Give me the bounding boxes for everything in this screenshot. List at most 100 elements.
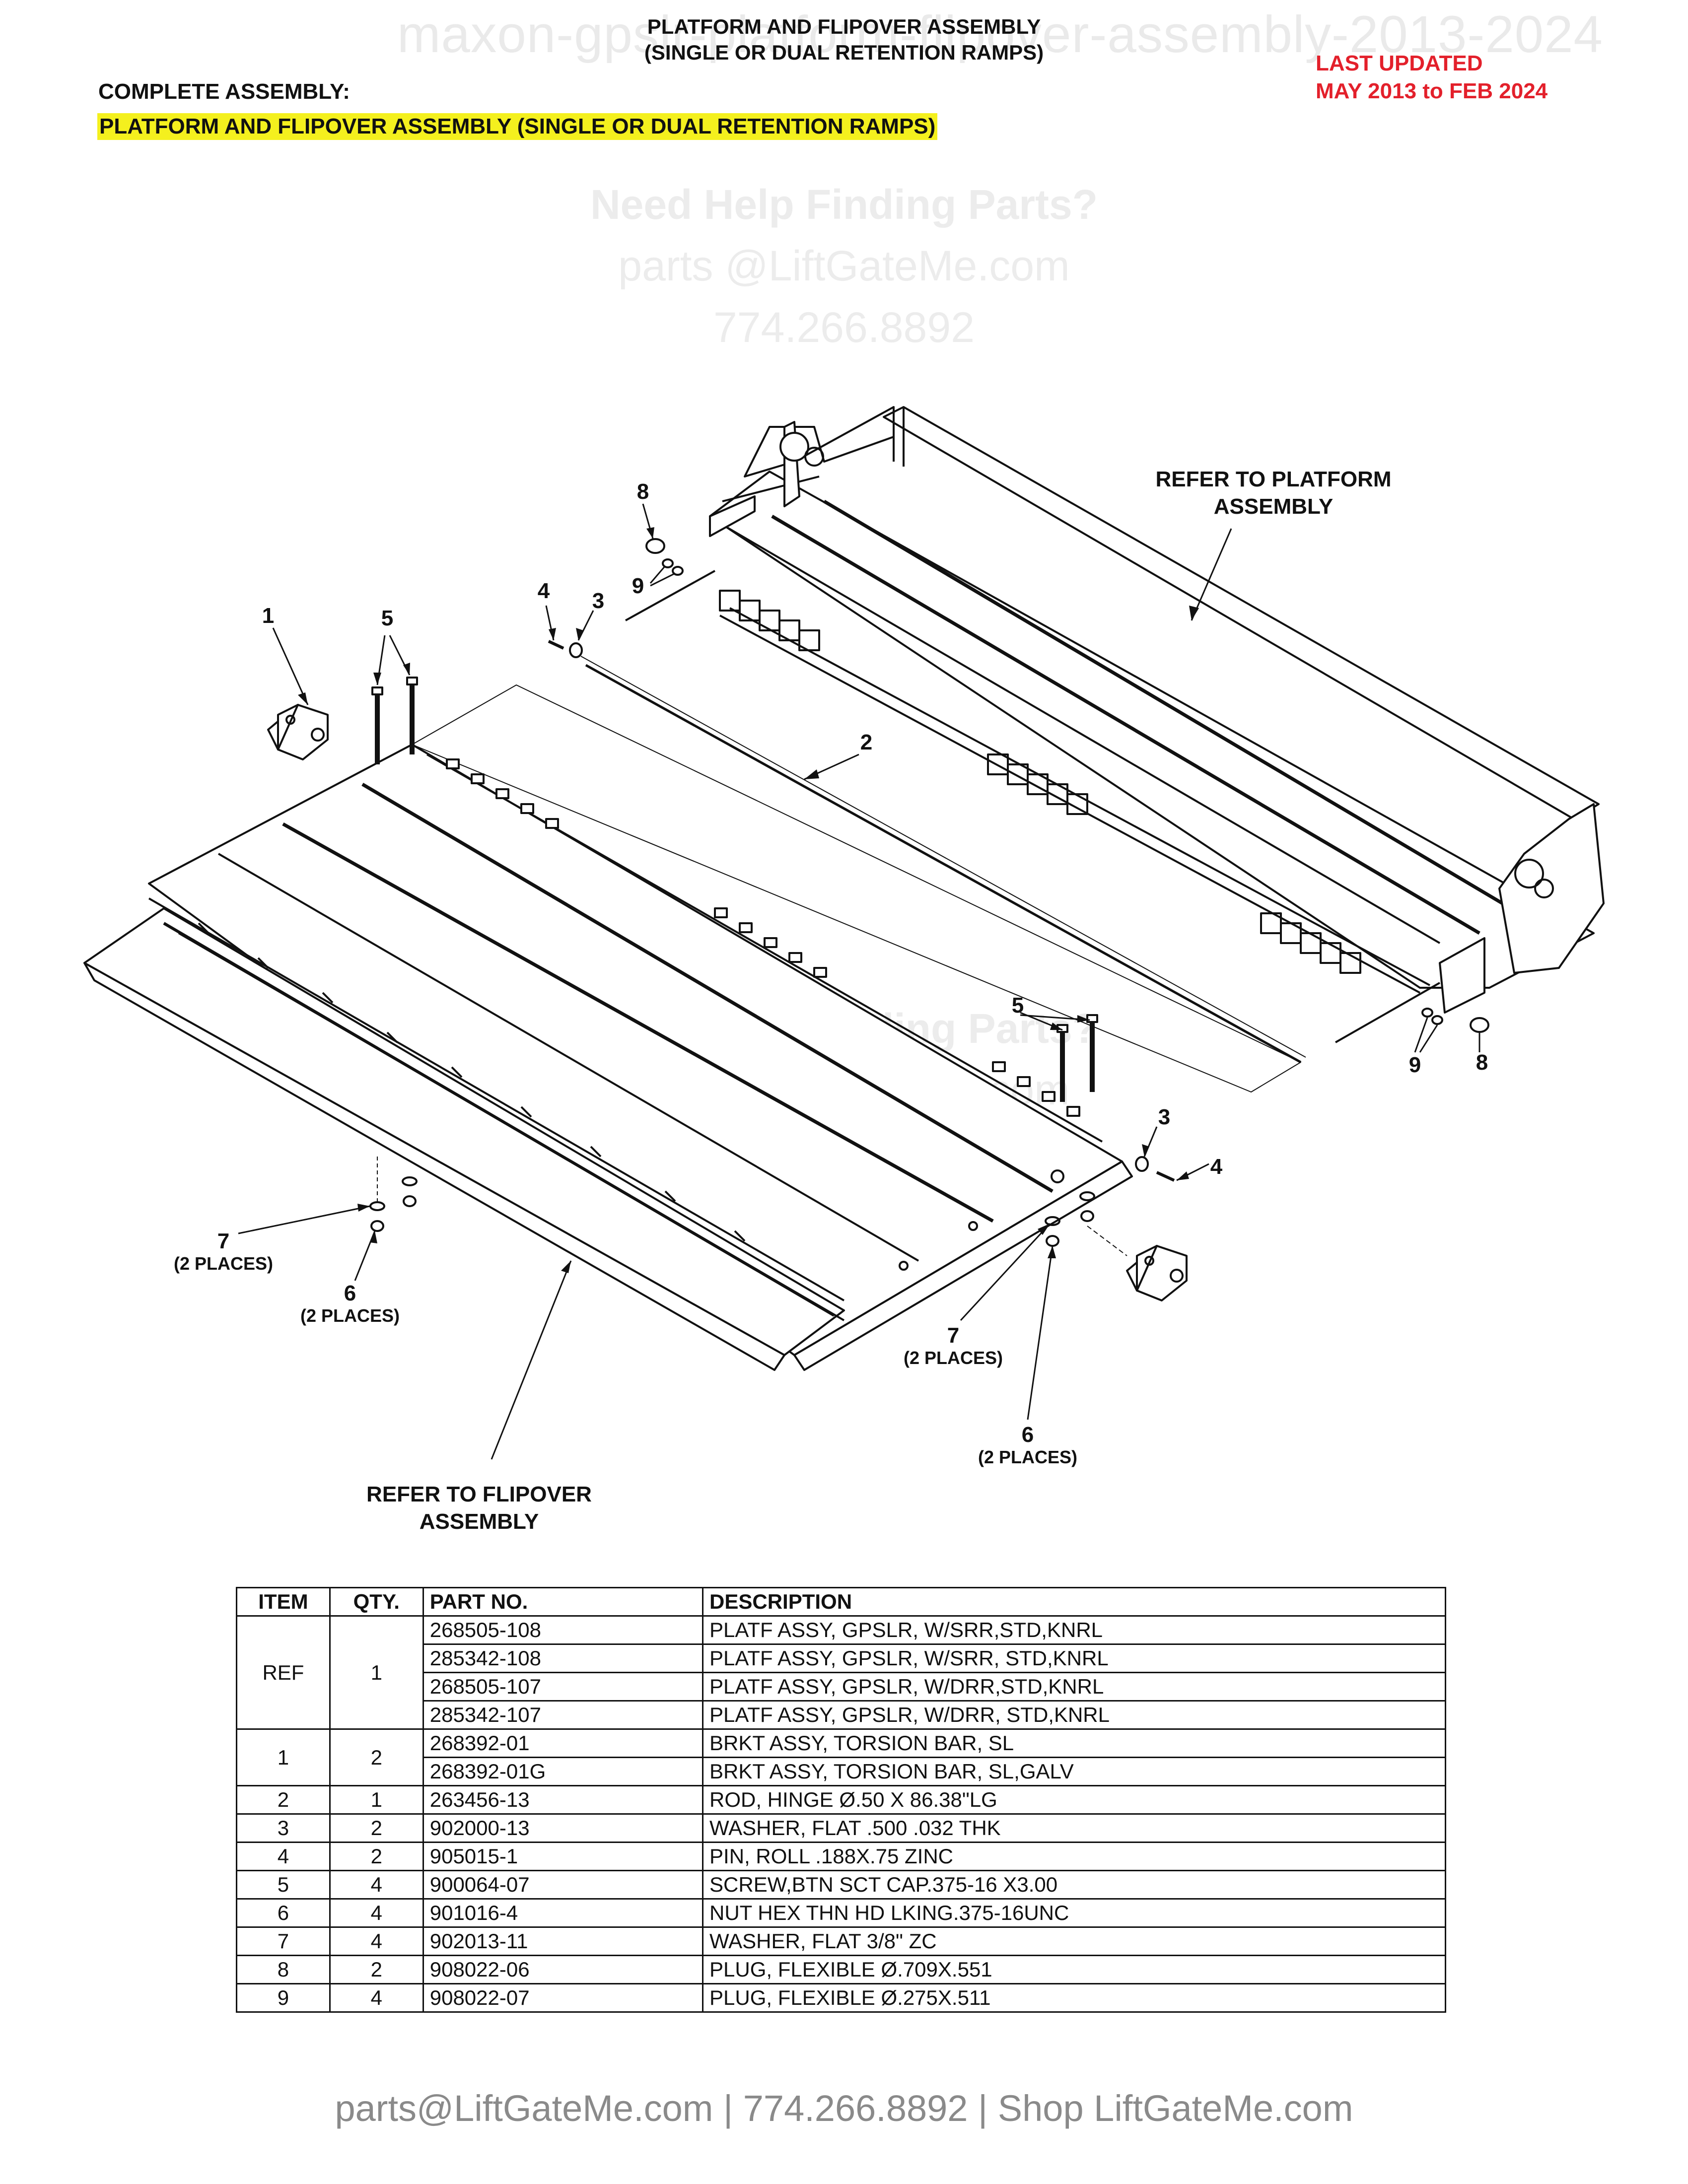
callout-6-left-places: (2 PLACES): [300, 1305, 400, 1326]
callout-7-left-places: (2 PLACES): [174, 1253, 273, 1274]
description-cell: PLATF ASSY, GPSLR, W/DRR,STD,KNRL: [702, 1672, 1446, 1702]
qty-cell: 4: [329, 1870, 424, 1900]
leader-lines: [238, 503, 1480, 1460]
refer-flipover-line2: ASSEMBLY: [420, 1509, 539, 1534]
table-row: 1 2 268392-01 BRKT ASSY, TORSION BAR, SL: [236, 1728, 1446, 1786]
item-cell: 3: [236, 1813, 331, 1843]
column-header-description: DESCRIPTION: [702, 1587, 1446, 1617]
qty-cell: 2: [329, 1728, 424, 1786]
item-cell: 9: [236, 1983, 331, 2013]
torsion-bar-bracket-right: [1126, 1245, 1188, 1301]
last-updated-note: LAST UPDATED MAY 2013 to FEB 2024: [1316, 50, 1663, 105]
flipover-hinge-tabs: [446, 758, 1080, 1117]
exploded-assembly-diagram: REFER TO PLATFORM ASSEMBLY REFER TO FLIP…: [83, 406, 1605, 1534]
table-header-row: ITEM QTY. PART NO. DESCRIPTION: [236, 1587, 1446, 1617]
callout-9-right: 9: [1409, 1053, 1421, 1077]
callout-2: 2: [860, 730, 872, 754]
table-row: 285342-108 PLATF ASSY, GPSLR, W/SRR, STD…: [237, 1643, 1446, 1673]
qty-cell: 2: [329, 1955, 424, 1984]
table-row: 8 2 908022-06 PLUG, FLEXIBLE Ø.709X.551: [236, 1955, 1446, 1984]
callout-1: 1: [262, 604, 274, 628]
title-line-1: PLATFORM AND FLIPOVER ASSEMBLY: [647, 15, 1041, 38]
column-header-part-no: PART NO.: [422, 1587, 704, 1617]
callout-6-right: 6: [1022, 1423, 1034, 1447]
table-row: 285342-107 PLATF ASSY, GPSLR, W/DRR, STD…: [237, 1700, 1446, 1730]
part-no-cell: 268392-01: [422, 1728, 704, 1758]
item-cell: REF: [236, 1615, 331, 1730]
title-line-2: (SINGLE OR DUAL RETENTION RAMPS): [644, 41, 1044, 64]
item-cell: 6: [236, 1898, 331, 1928]
callout-4-left: 4: [538, 579, 550, 603]
qty-cell: 4: [329, 1926, 424, 1956]
description-cell: WASHER, FLAT .500 .032 THK: [702, 1813, 1446, 1843]
nuts-washers-items-6-7: [369, 1157, 1095, 1247]
plug-item-9-left-b: [672, 566, 684, 576]
plug-item-8-left: [645, 538, 665, 554]
complete-assembly-label: COMPLETE ASSEMBLY:: [98, 79, 350, 104]
hinge-knuckles: [719, 590, 1361, 974]
qty-cell: 4: [329, 1983, 424, 2013]
part-no-cell: 902000-13: [422, 1813, 704, 1843]
callout-5-left: 5: [381, 606, 393, 630]
hinge-rod-item-2: [585, 664, 1302, 1064]
table-row: 4 2 905015-1 PIN, ROLL .188X.75 ZINC: [236, 1842, 1446, 1871]
item-cell: 7: [236, 1926, 331, 1956]
flipover-ramp-marks: [198, 922, 746, 1242]
table-row: 6 4 901016-4 NUT HEX THN HD LKING.375-16…: [236, 1898, 1446, 1928]
description-cell: NUT HEX THN HD LKING.375-16UNC: [702, 1898, 1446, 1928]
table-row: 7 4 902013-11 WASHER, FLAT 3/8" ZC: [236, 1926, 1446, 1956]
item-cell: 4: [236, 1842, 331, 1871]
parts-list-table: ITEM QTY. PART NO. DESCRIPTION REF 1 268…: [236, 1587, 1446, 2013]
help-watermark-top: Need Help Finding Parts? parts @LiftGate…: [496, 174, 1192, 358]
complete-assembly-name: PLATFORM AND FLIPOVER ASSEMBLY (SINGLE O…: [97, 113, 938, 140]
qty-cell: 1: [329, 1785, 424, 1815]
item-cell: 2: [236, 1785, 331, 1815]
part-no-cell: 901016-4: [422, 1898, 704, 1928]
table-row: 268505-107 PLATF ASSY, GPSLR, W/DRR,STD,…: [237, 1672, 1446, 1702]
column-header-item: ITEM: [236, 1587, 331, 1617]
washer-item-3-right: [1135, 1156, 1149, 1172]
description-cell: BRKT ASSY, TORSION BAR, SL,GALV: [702, 1757, 1446, 1786]
table-row: 9 4 908022-07 PLUG, FLEXIBLE Ø.275X.511: [236, 1983, 1446, 2013]
part-no-cell: 263456-13: [422, 1785, 704, 1815]
screws-item-5: [371, 677, 1098, 1102]
qty-cell: 4: [329, 1898, 424, 1928]
callout-3-right: 3: [1158, 1105, 1170, 1129]
part-no-cell: 268392-01G: [422, 1757, 704, 1786]
part-no-cell: 908022-06: [422, 1955, 704, 1984]
plug-item-8-right: [1470, 1017, 1489, 1033]
description-cell: SCREW,BTN SCT CAP.375-16 X3.00: [702, 1870, 1446, 1900]
callout-6-left: 6: [344, 1281, 356, 1305]
watermark-help-line: Need Help Finding Parts?: [590, 181, 1098, 228]
part-no-cell: 908022-07: [422, 1983, 704, 2013]
callout-labels: REFER TO PLATFORM ASSEMBLY REFER TO FLIP…: [174, 467, 1488, 1534]
table-row: 268392-01G BRKT ASSY, TORSION BAR, SL,GA…: [237, 1757, 1446, 1786]
callout-3-left: 3: [592, 589, 604, 613]
refer-flipover-line1: REFER TO FLIPOVER: [366, 1482, 592, 1506]
watermark-email-line: parts @LiftGateMe.com: [618, 242, 1070, 290]
refer-platform-line2: ASSEMBLY: [1214, 494, 1333, 519]
table-row: REF 1 268505-108 PLATF ASSY, GPSLR, W/SR…: [236, 1615, 1446, 1730]
description-cell: PLATF ASSY, GPSLR, W/SRR, STD,KNRL: [702, 1643, 1446, 1673]
column-header-qty: QTY.: [329, 1587, 424, 1617]
table-row: 3 2 902000-13 WASHER, FLAT .500 .032 THK: [236, 1813, 1446, 1843]
part-no-cell: 905015-1: [422, 1842, 704, 1871]
description-cell: PLATF ASSY, GPSLR, W/DRR, STD,KNRL: [702, 1700, 1446, 1730]
part-no-cell: 900064-07: [422, 1870, 704, 1900]
part-no-cell: 268505-107: [422, 1672, 704, 1702]
refer-platform-line1: REFER TO PLATFORM: [1155, 467, 1391, 491]
part-no-cell: 285342-108: [422, 1643, 704, 1673]
item-cell: 8: [236, 1955, 331, 1984]
page-title: PLATFORM AND FLIPOVER ASSEMBLY (SINGLE O…: [546, 14, 1142, 66]
leader-arrowheads: [298, 527, 1199, 1273]
callout-7-right-places: (2 PLACES): [904, 1348, 1003, 1368]
callout-5-right: 5: [1012, 993, 1024, 1018]
table-row: 5 4 900064-07 SCREW,BTN SCT CAP.375-16 X…: [236, 1870, 1446, 1900]
description-cell: PLUG, FLEXIBLE Ø.709X.551: [702, 1955, 1446, 1984]
last-updated-label: LAST UPDATED: [1316, 51, 1483, 75]
flipover-assembly-drawing: [83, 744, 1133, 1371]
qty-cell: 1: [329, 1615, 424, 1730]
last-updated-range: MAY 2013 to FEB 2024: [1316, 79, 1548, 103]
description-cell: WASHER, FLAT 3/8" ZC: [702, 1926, 1446, 1956]
qty-cell: 2: [329, 1842, 424, 1871]
